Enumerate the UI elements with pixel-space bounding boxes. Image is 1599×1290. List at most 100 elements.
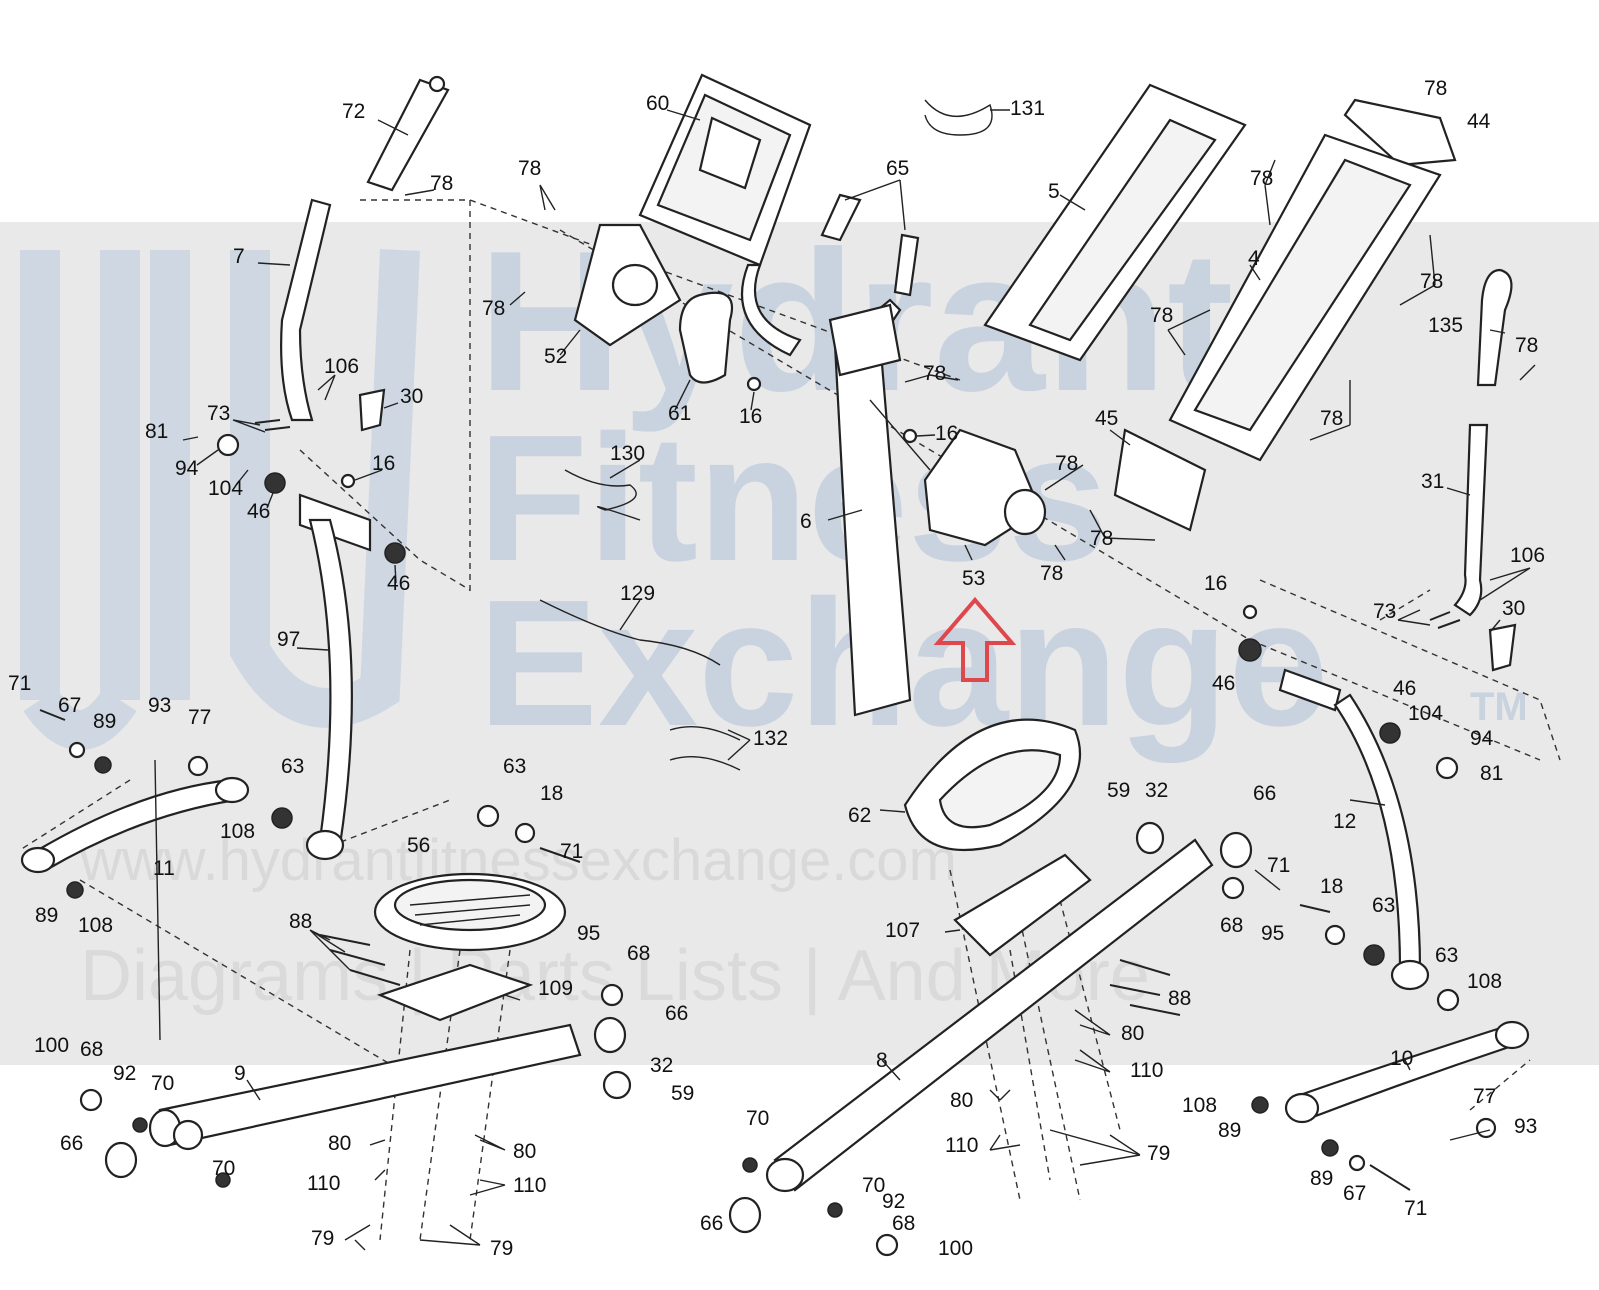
callout-110: 110 [307,1172,340,1195]
callout-131: 131 [1010,97,1045,120]
callout-107: 107 [885,919,920,942]
callout-52: 52 [544,345,567,368]
part-89-spacer-right-lower [1321,1139,1339,1157]
callout-68-2: 68 [80,1038,103,1061]
part-56-left-pedal [373,872,567,952]
part-132-cables [669,725,741,771]
part-131-wire-harness [924,99,993,136]
callout-16-2: 16 [739,405,762,428]
part-89-spacer-left-lower [66,881,84,899]
callout-30-2: 30 [1502,597,1525,620]
callout-59-2: 59 [1107,779,1130,802]
callout-12: 12 [1333,810,1356,833]
callout-68: 68 [627,942,650,965]
callout-66: 66 [665,1002,688,1025]
callout-63-4: 63 [1435,944,1458,967]
callout-60: 60 [646,92,669,115]
callout-68-4: 68 [892,1212,915,1235]
parts [20,73,1530,1257]
callout-104-2: 104 [1408,702,1443,725]
part-94-washer-right [1435,756,1459,780]
part-63-washer-right [1436,988,1460,1012]
part-67-bushing-left [68,741,86,759]
callout-labels: 7278787878787878787878787878710610630307… [8,77,1545,1260]
part-12-right-lower-arm [1278,668,1430,991]
part-9-left-pedal-arm [148,1023,582,1151]
callout-18-2: 18 [1320,875,1343,898]
callout-110-4: 110 [945,1134,978,1157]
leader-lines [154,109,1536,1251]
callout-104: 104 [208,477,243,500]
callout-63-3: 63 [1372,894,1395,917]
callout-61: 61 [668,402,691,425]
callout-44: 44 [1467,110,1491,133]
callout-89: 89 [93,710,116,733]
part-16-nut-mast [902,428,918,444]
callout-94-2: 94 [1470,727,1494,750]
callout-94: 94 [175,457,199,480]
callout-4: 4 [1248,247,1260,270]
part-68-washer-right [1221,876,1245,900]
callout-46: 46 [247,500,270,523]
part-68-washer-mid [600,983,624,1007]
callout-10: 10 [1390,1047,1413,1070]
callout-135: 135 [1428,314,1463,337]
part-61-cup-holder [678,291,734,384]
part-88-bolts-left [319,934,401,986]
part-31-right-upper-arm [1453,423,1489,617]
callout-93-2: 93 [1514,1115,1537,1138]
part-65-grip-right [893,233,920,297]
callout-93: 93 [148,694,171,717]
callout-73: 73 [207,402,230,425]
callout-5: 5 [1048,180,1060,203]
callout-71-4: 71 [1404,1197,1427,1220]
callout-100-2: 100 [938,1237,973,1260]
callout-67: 67 [58,694,81,717]
watermark-trademark: TM [1470,685,1528,729]
callout-78-10: 78 [1150,304,1173,327]
part-68-washer-left [79,1088,103,1112]
callout-79: 79 [311,1227,334,1250]
part-11-left-link [20,776,250,874]
callout-78-6: 78 [1040,562,1063,585]
part-32-wheel-right [1135,821,1165,855]
callout-110-3: 110 [1130,1059,1163,1082]
part-70-nut-left-upper [132,1117,148,1133]
part-4-rear-cover [1168,133,1442,462]
callout-73-2: 73 [1373,600,1396,623]
highlight-arrow [933,596,1017,682]
callout-46-4: 46 [1393,677,1416,700]
part-16-nut-right [1242,604,1258,620]
callout-59: 59 [671,1082,694,1105]
callout-63-2: 63 [503,755,526,778]
callout-32-2: 32 [1145,779,1168,802]
callout-108: 108 [220,820,255,843]
part-32-wheel-left [602,1070,632,1100]
callout-89-4: 89 [1310,1167,1333,1190]
callout-78: 78 [430,172,453,195]
callout-16-4: 16 [1204,572,1227,595]
part-18-washer-right [1324,924,1346,946]
callout-108-2: 108 [78,914,113,937]
callout-97: 97 [277,628,300,651]
part-70-nut-center-lower [827,1202,843,1218]
callout-78-2: 78 [518,157,541,180]
callout-66-3: 66 [1253,782,1276,805]
part-45-cover-end [1113,428,1207,532]
callout-80-3: 80 [1121,1022,1144,1045]
part-109-left-plate [376,963,534,1022]
callout-16: 16 [372,452,395,475]
part-71-bolt-left [39,709,66,721]
callout-78-9: 78 [1420,270,1443,293]
callout-30: 30 [400,385,423,408]
part-94-washer-left [216,433,240,457]
callout-100: 100 [34,1034,69,1057]
callout-81-2: 81 [1480,762,1503,785]
part-71-bolt-right-lower [1369,1164,1411,1191]
callout-45: 45 [1095,407,1118,430]
part-77-washer-left [187,755,209,777]
part-30-cap-left [358,388,386,432]
part-46-bearing-right-lower [1379,722,1401,744]
part-130-cable [564,469,641,521]
callout-110-2: 110 [513,1174,546,1197]
